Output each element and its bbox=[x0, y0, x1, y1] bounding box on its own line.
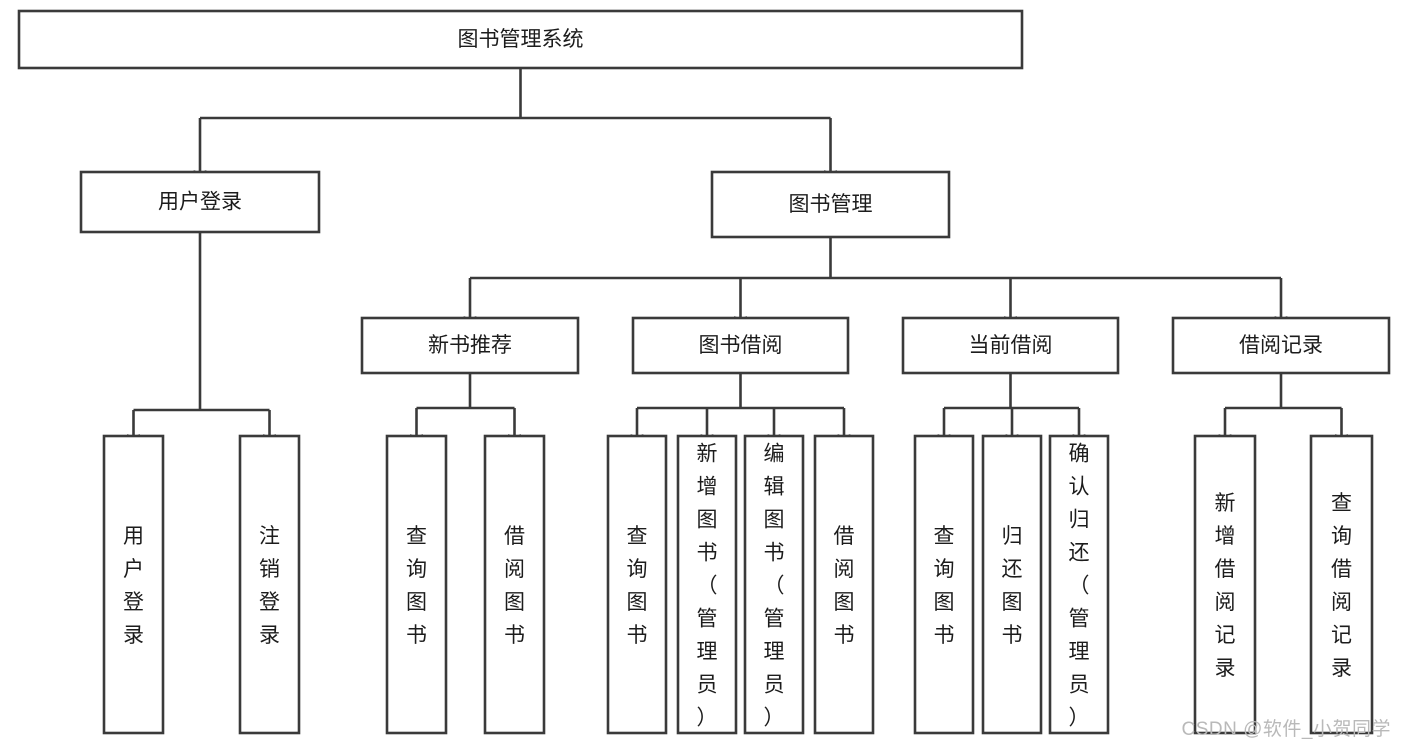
node-borrow-record[interactable]: 借阅记录 bbox=[1171, 316, 1391, 375]
node-label: 当前借阅 bbox=[969, 334, 1053, 357]
node-label: 查询借阅记录 bbox=[1331, 492, 1352, 680]
node-box bbox=[813, 434, 875, 735]
node-query-book-3[interactable]: 查询图书 bbox=[913, 434, 975, 735]
node-label: 确认归还（管理员） bbox=[1069, 442, 1090, 729]
node-box bbox=[238, 434, 301, 735]
node-box bbox=[631, 316, 850, 375]
node-label: 查询图书 bbox=[406, 525, 427, 647]
node-box bbox=[483, 434, 546, 735]
node-label: 新书推荐 bbox=[428, 334, 512, 357]
node-user-login[interactable]: 用户登录 bbox=[79, 170, 321, 234]
watermark-credit: CSDN @软件_小贺同学 bbox=[1181, 719, 1391, 740]
node-box bbox=[1048, 434, 1110, 735]
node-box bbox=[606, 434, 668, 735]
node-current-borrow[interactable]: 当前借阅 bbox=[901, 316, 1120, 375]
node-query-book-1[interactable]: 查询图书 bbox=[385, 434, 448, 735]
node-box bbox=[676, 434, 738, 735]
node-box bbox=[79, 170, 321, 234]
node-label: 图书管理系统 bbox=[458, 28, 584, 51]
node-label: 查询图书 bbox=[934, 525, 955, 647]
connector-layer bbox=[127, 68, 1348, 445]
node-user-login-do[interactable]: 用户登录 bbox=[102, 434, 165, 735]
node-box bbox=[1171, 316, 1391, 375]
node-box bbox=[385, 434, 448, 735]
node-box bbox=[1193, 434, 1257, 735]
node-box bbox=[360, 316, 580, 375]
node-box bbox=[710, 170, 951, 239]
node-label: 借阅图书 bbox=[504, 525, 525, 647]
node-label: 归还图书 bbox=[1002, 525, 1023, 647]
node-box bbox=[1309, 434, 1374, 735]
node-query-borrow-record[interactable]: 查询借阅记录 bbox=[1309, 434, 1374, 735]
node-box bbox=[901, 316, 1120, 375]
node-edit-book-admin[interactable]: 编辑图书（管理员） bbox=[743, 434, 805, 735]
node-label: 新增借阅记录 bbox=[1215, 492, 1236, 680]
node-label: 用户登录 bbox=[123, 525, 144, 647]
node-query-book-2[interactable]: 查询图书 bbox=[606, 434, 668, 735]
node-label: 借阅图书 bbox=[834, 525, 855, 647]
node-label: 图书管理 bbox=[789, 193, 873, 216]
node-box bbox=[102, 434, 165, 735]
node-label: 借阅记录 bbox=[1239, 334, 1323, 357]
node-book-management[interactable]: 图书管理 bbox=[710, 170, 951, 239]
node-layer: 图书管理系统用户登录用户登录注销登录图书管理新书推荐查询图书借阅图书图书借阅查询… bbox=[17, 9, 1391, 735]
node-add-borrow-record[interactable]: 新增借阅记录 bbox=[1193, 434, 1257, 735]
node-box bbox=[981, 434, 1043, 735]
node-label: 注销登录 bbox=[259, 525, 280, 647]
node-borrow-book-2[interactable]: 借阅图书 bbox=[813, 434, 875, 735]
node-borrow-book-1[interactable]: 借阅图书 bbox=[483, 434, 546, 735]
node-box bbox=[17, 9, 1024, 70]
node-box bbox=[743, 434, 805, 735]
node-book-borrow[interactable]: 图书借阅 bbox=[631, 316, 850, 375]
node-label: 新增图书（管理员） bbox=[697, 442, 718, 729]
node-user-logout[interactable]: 注销登录 bbox=[238, 434, 301, 735]
node-confirm-return-admin[interactable]: 确认归还（管理员） bbox=[1048, 434, 1110, 735]
node-return-book[interactable]: 归还图书 bbox=[981, 434, 1043, 735]
node-label: 用户登录 bbox=[158, 191, 242, 214]
node-label: 图书借阅 bbox=[699, 334, 783, 357]
node-add-book-admin[interactable]: 新增图书（管理员） bbox=[676, 434, 738, 735]
node-root[interactable]: 图书管理系统 bbox=[17, 9, 1024, 70]
node-label: 编辑图书（管理员） bbox=[764, 442, 785, 729]
node-new-book-recommend[interactable]: 新书推荐 bbox=[360, 316, 580, 375]
node-box bbox=[913, 434, 975, 735]
node-label: 查询图书 bbox=[627, 525, 648, 647]
